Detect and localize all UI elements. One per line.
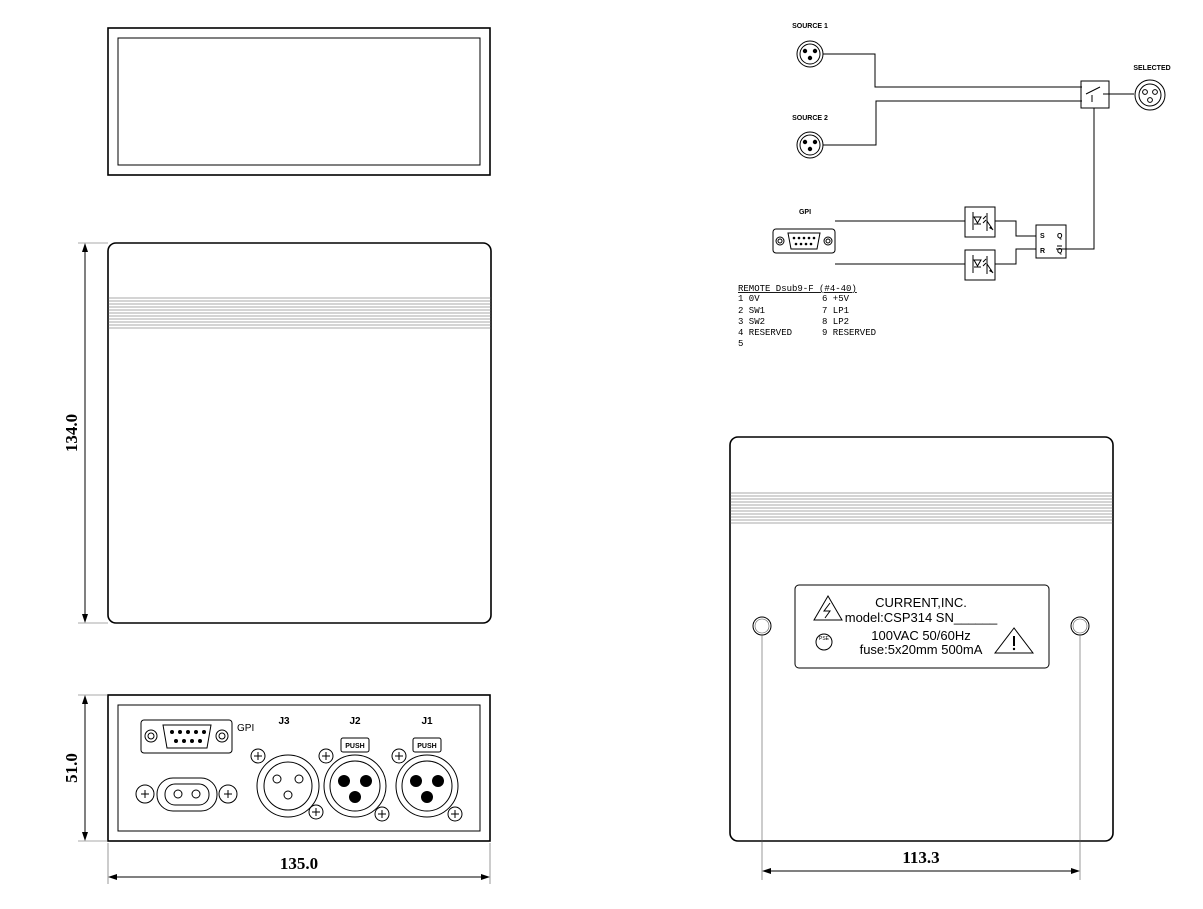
- rear-j1-push-label: PUSH: [417, 743, 436, 750]
- mount-hole-right: [1070, 616, 1090, 636]
- dimension-label-134: 134.0: [62, 414, 81, 452]
- device-label-plate: CURRENT,INC. model:CSP314 SN______ PSE 1…: [794, 584, 1050, 669]
- rear-j2-connector: [318, 737, 390, 822]
- pinout-table: REMOTE Dsub9-F (#4-40) 1 0V 6 +5V 2 SW1 …: [738, 284, 876, 349]
- source1-connector: [796, 40, 824, 68]
- label-fuse: fuse:5x20mm 500mA: [860, 642, 983, 657]
- ff-r-label: R: [1040, 248, 1045, 255]
- rear-j3-connector: [250, 748, 324, 820]
- caution-warning-icon: [993, 627, 1035, 654]
- rear-j1-label: J1: [421, 716, 433, 727]
- relay-switch: [1080, 80, 1110, 109]
- rear-power-inlet: [135, 777, 238, 812]
- rear-gpi-connector: [140, 719, 233, 754]
- rear-panel: GPI J3: [62, 694, 491, 884]
- selected-label: SELECTED: [1133, 65, 1170, 72]
- optocoupler-1: [964, 206, 996, 238]
- pse-mark-text: PSE: [819, 636, 830, 642]
- signal-schematic: SOURCE 1 SOURCE 2 SELECTED: [772, 23, 1171, 281]
- label-company: CURRENT,INC.: [875, 595, 967, 610]
- ff-qbar-label: Q: [1057, 248, 1063, 255]
- lightning-warning-icon: [813, 595, 843, 621]
- pinout-row-5-left: 5: [738, 339, 743, 349]
- dimension-width: 135.0: [107, 843, 491, 884]
- pinout-row-4-right: 9 RESERVED: [822, 328, 876, 338]
- top-view: [107, 27, 491, 176]
- rear-gpi-label: GPI: [237, 723, 254, 734]
- pinout-row-1-left: 1 0V: [738, 294, 760, 304]
- rear-j2-push-label: PUSH: [345, 743, 364, 750]
- pinout-row-2-right: 7 LP1: [822, 306, 849, 316]
- sr-flip-flop: S R Q Q: [1035, 224, 1067, 259]
- rear-j1-connector: [391, 737, 463, 822]
- dimension-label-135: 135.0: [280, 854, 318, 873]
- pinout-row-3-right: 8 LP2: [822, 317, 849, 327]
- source2-connector: [796, 131, 824, 159]
- source1-wire: [823, 53, 1082, 88]
- mount-hole-left: [752, 616, 772, 636]
- selected-connector: [1134, 79, 1166, 111]
- dimension-height-rear: 51.0: [62, 694, 108, 842]
- pse-mark-icon: PSE: [815, 633, 833, 651]
- dimension-height-main: 134.0: [62, 242, 108, 624]
- source1-label: SOURCE 1: [792, 23, 828, 30]
- side-view-vent-stripes: [108, 297, 491, 329]
- gpi-dsub-connector: [772, 228, 836, 254]
- optocoupler-2: [964, 249, 996, 281]
- pinout-row-4-left: 4 RESERVED: [738, 328, 792, 338]
- dimension-hole-spacing: 113.3: [761, 635, 1081, 880]
- side-view: 134.0: [62, 242, 492, 624]
- relay-control-wire: [1056, 108, 1095, 250]
- label-power: 100VAC 50/60Hz: [871, 628, 971, 643]
- pinout-title: REMOTE Dsub9-F (#4-40): [738, 284, 857, 294]
- rear-j2-label: J2: [349, 716, 361, 727]
- pinout-row-3-left: 3 SW2: [738, 317, 765, 327]
- gpi-label: GPI: [799, 209, 811, 216]
- label-model: model:CSP314 SN______: [845, 610, 998, 625]
- ff-q-label: Q: [1057, 233, 1063, 240]
- dimension-label-51: 51.0: [62, 753, 81, 783]
- bottom-view-vent-stripes: [730, 492, 1113, 524]
- pinout-row-1-right: 6 +5V: [822, 294, 850, 304]
- pinout-row-2-left: 2 SW1: [738, 306, 765, 316]
- source2-wire: [823, 100, 1082, 146]
- source2-label: SOURCE 2: [792, 115, 828, 122]
- rear-j3-label: J3: [278, 716, 290, 727]
- bottom-view: CURRENT,INC. model:CSP314 SN______ PSE 1…: [729, 436, 1114, 880]
- dimension-label-113: 113.3: [902, 848, 939, 867]
- ff-s-label: S: [1040, 233, 1045, 240]
